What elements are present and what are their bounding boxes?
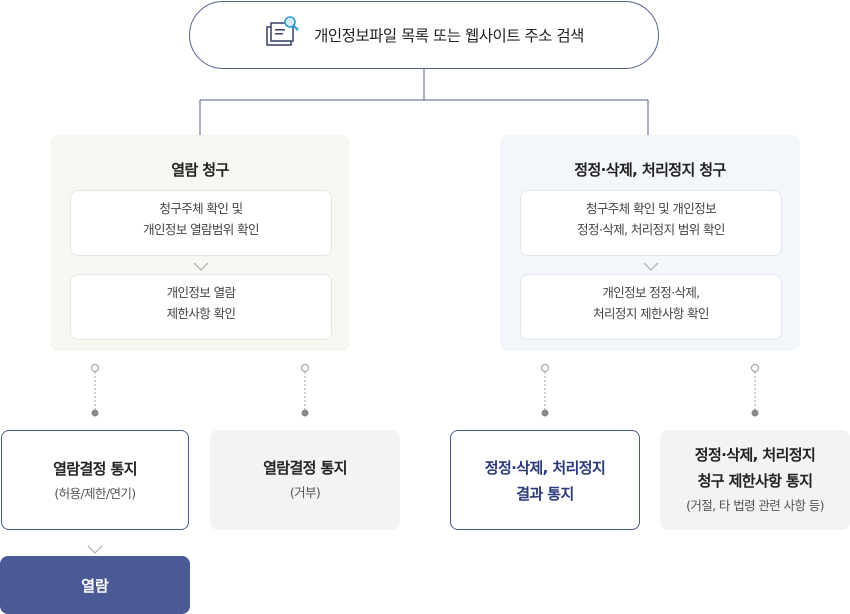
chevron-down-icon [643, 256, 659, 275]
connector-start-dot [301, 364, 309, 372]
search-step-box: 개인정보파일 목록 또는 웹사이트 주소 검색 [189, 1, 659, 69]
outcome-subtitle: (거부) [289, 485, 321, 500]
view-decision-reject-box: 열람결정 통지 (거부) [210, 430, 400, 530]
outcome-title: 열람결정 통지 [263, 459, 347, 477]
folder-search-icon [264, 15, 300, 55]
view-request-step-1: 청구주체 확인 및 개인정보 열람범위 확인 [70, 190, 332, 256]
step-text: 제한사항 확인 [166, 306, 236, 321]
view-final-box: 열람 [0, 556, 190, 614]
chevron-down-icon [87, 539, 103, 558]
view-request-title: 열람 청구 [171, 161, 229, 179]
step-text: 청구주체 확인 및 [159, 201, 243, 216]
step-text: 개인정보 열람 [166, 285, 236, 300]
outcome-subtitle: (거절, 타 법령 관련 사항 등) [686, 498, 824, 513]
step-text: 처리정지 제한사항 확인 [593, 306, 709, 321]
search-step-label: 개인정보파일 목록 또는 웹사이트 주소 검색 [314, 27, 584, 45]
view-request-step-2: 개인정보 열람 제한사항 확인 [70, 274, 332, 340]
view-decision-allow-box: 열람결정 통지 (허용/제한/연기) [1, 430, 189, 530]
connector-end-dot [301, 409, 309, 417]
connector-start-dot [541, 364, 549, 372]
connector-end-dot [751, 409, 759, 417]
step-text: 정정·삭제, 처리정지 범위 확인 [577, 222, 725, 237]
step-text: 개인정보 정정·삭제, [602, 285, 700, 300]
outcome-subtitle: (허용/제한/연기) [54, 486, 136, 501]
step-text: 개인정보 열람범위 확인 [143, 222, 259, 237]
correction-request-step-2: 개인정보 정정·삭제, 처리정지 제한사항 확인 [520, 274, 782, 340]
view-request-panel: 열람 청구 청구주체 확인 및 개인정보 열람범위 확인 개인정보 열람 제한사… [50, 135, 350, 351]
connector-start-dot [751, 364, 759, 372]
outcome-title: 정정·삭제, 처리정지 [484, 459, 606, 477]
correction-result-box: 정정·삭제, 처리정지 결과 통지 [450, 430, 640, 530]
chevron-down-icon [193, 256, 209, 275]
step-text: 청구주체 확인 및 개인정보 [585, 201, 717, 216]
outcome-title: 정정·삭제, 처리정지 [694, 446, 816, 464]
outcome-title: 열람결정 통지 [53, 460, 137, 478]
correction-request-step-1: 청구주체 확인 및 개인정보 정정·삭제, 처리정지 범위 확인 [520, 190, 782, 256]
correction-request-title: 정정·삭제, 처리정지 청구 [574, 161, 726, 179]
outcome-title: 청구 제한사항 통지 [697, 472, 813, 490]
connector-end-dot [91, 409, 99, 417]
correction-request-panel: 정정·삭제, 처리정지 청구 청구주체 확인 및 개인정보 정정·삭제, 처리정… [500, 135, 800, 351]
connector-start-dot [91, 364, 99, 372]
connector-end-dot [541, 409, 549, 417]
correction-restriction-box: 정정·삭제, 처리정지 청구 제한사항 통지 (거절, 타 법령 관련 사항 등… [660, 430, 850, 530]
outcome-title: 결과 통지 [516, 485, 574, 503]
